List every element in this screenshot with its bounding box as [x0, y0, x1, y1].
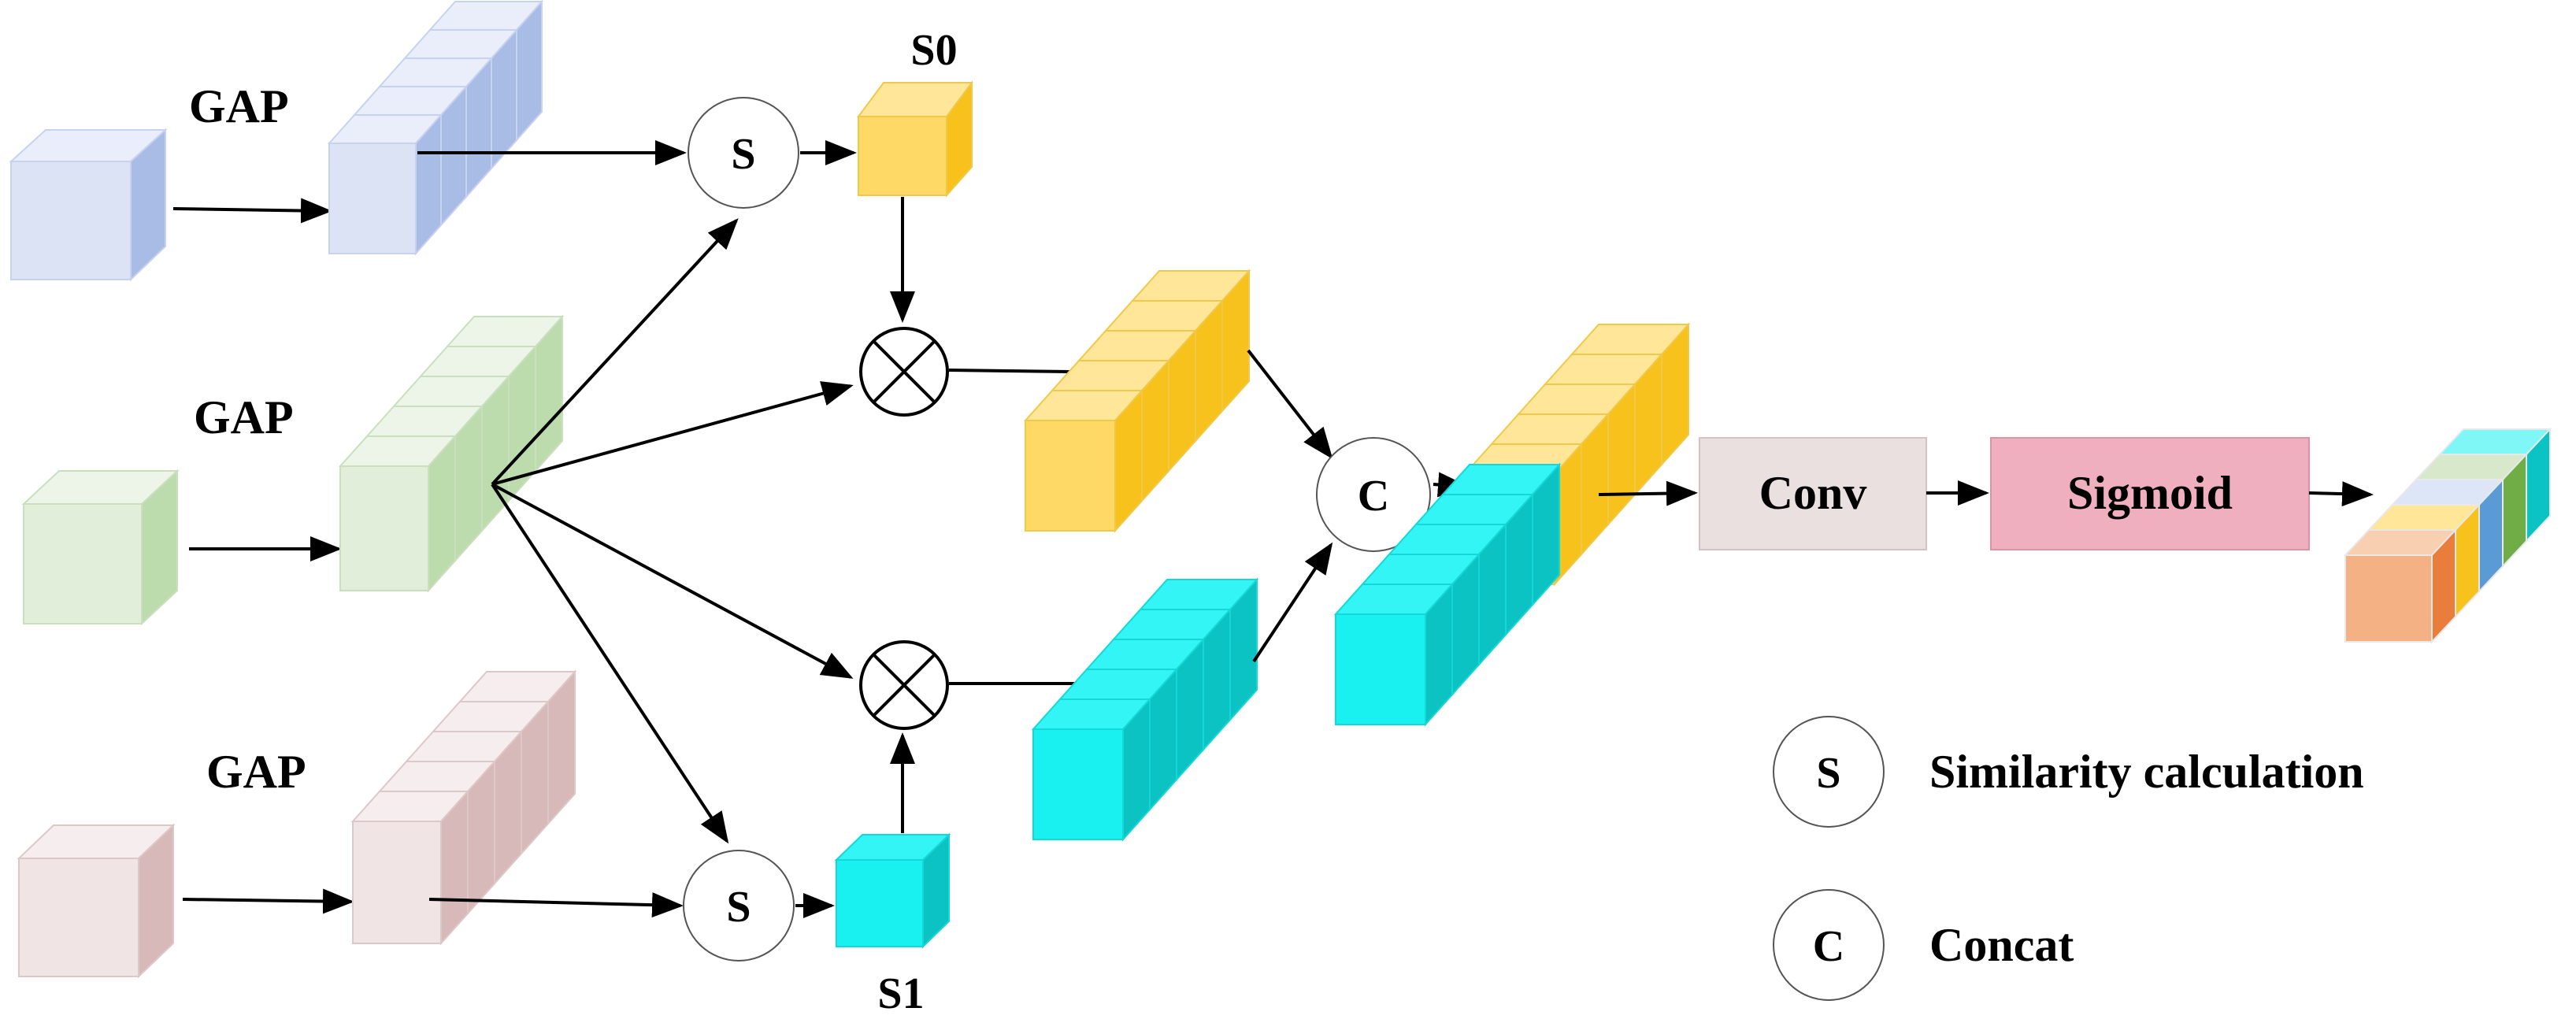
s1-label: S1	[877, 969, 924, 1018]
gap-label-bot: GAP	[206, 746, 306, 798]
arrow-gap-bot-to-sim-bot	[428, 892, 684, 918]
conv-block: Conv	[1699, 437, 1927, 550]
multiply-node-top	[859, 327, 949, 417]
svg-text:Conv: Conv	[1759, 467, 1867, 519]
svg-text:C: C	[1358, 472, 1389, 521]
arrow-gap-mid-to-sim-top	[491, 218, 739, 486]
concatenated-vector	[1333, 322, 1691, 727]
gap-label-mid: GAP	[194, 391, 294, 443]
arrow-gap-mid-to-sim-bot	[491, 483, 729, 844]
arrow-input-to-gap-bot	[182, 888, 354, 914]
arrow-merged-to-conv	[1598, 480, 1698, 506]
similarity-node-top: S	[688, 97, 799, 209]
s0-weight-cube	[857, 80, 973, 198]
arrow-gap-mid-to-mult-bot	[491, 483, 854, 679]
svg-text:S: S	[1816, 749, 1840, 798]
sigmoid-block: Sigmoid	[1990, 437, 2310, 550]
multiply-node-bot	[859, 640, 949, 730]
legend-concat-symbol: C	[1773, 889, 1885, 1001]
gap-vector-blue	[327, 0, 544, 256]
arrow-yellow-to-concat	[1247, 349, 1333, 460]
arrow-sigmoid-to-output	[2308, 481, 2374, 507]
input-cube-green	[21, 469, 180, 626]
arrow-cyan-to-concat	[1252, 542, 1333, 663]
s0-label: S0	[910, 26, 957, 75]
gap-vector-green	[338, 314, 565, 593]
svg-text:C: C	[1813, 922, 1844, 971]
legend-similarity-symbol: S	[1773, 716, 1885, 828]
input-cube-pink	[17, 823, 176, 979]
arrow-input-to-gap-top	[172, 198, 332, 224]
arrow-gap-mid-to-mult-top	[491, 381, 854, 486]
output-attention-vector	[2343, 427, 2552, 644]
legend-concat-text: Concat	[1929, 919, 2074, 971]
svg-text:S: S	[731, 130, 755, 179]
svg-text:S: S	[726, 883, 751, 932]
gap-vector-pink	[350, 669, 577, 946]
gap-label-top: GAP	[189, 80, 289, 132]
svg-text:Sigmoid: Sigmoid	[2067, 467, 2233, 519]
weighted-vector-cyan	[1031, 577, 1259, 842]
similarity-node-bot: S	[683, 850, 795, 962]
legend: S Similarity calculation C Concat	[1773, 716, 2364, 1001]
concat-node: C	[1316, 437, 1431, 552]
legend-similarity-text: Similarity calculation	[1929, 746, 2364, 798]
input-cube-blue	[9, 128, 168, 282]
s1-weight-cube	[834, 832, 951, 949]
weighted-vector-yellow	[1023, 269, 1251, 533]
